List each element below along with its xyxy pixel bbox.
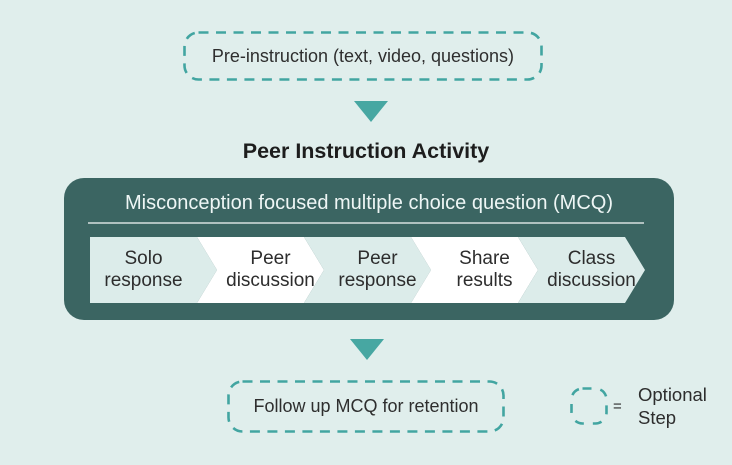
legend-label: Optional Step: [638, 384, 707, 428]
step-peer-discussion: Peer discussion: [197, 237, 324, 303]
follow-up-node: Follow up MCQ for retention: [227, 380, 505, 433]
page-title: Peer Instruction Activity: [242, 139, 490, 163]
step-class-discussion: Class discussion: [518, 237, 645, 303]
follow-up-label: Follow up MCQ for retention: [253, 396, 479, 416]
activity-title: Misconception focused multiple choice qu…: [125, 192, 613, 214]
dashed-border-icon: [227, 380, 505, 433]
legend-equals: =: [613, 397, 622, 415]
chevron-band: Solo response Peer discussion Peer respo…: [90, 237, 645, 303]
legend: = Optional Step: [570, 384, 730, 447]
pre-instruction-label: Pre-instruction (text, video, questions): [211, 45, 515, 66]
dashed-border-icon: [183, 31, 543, 81]
down-arrow-icon: [350, 339, 384, 360]
down-arrow-icon: [354, 101, 388, 122]
title-underline: [88, 222, 644, 224]
optional-step-icon: [570, 387, 608, 425]
step-solo-response: Solo response: [90, 237, 217, 303]
step-share-results: Share results: [411, 237, 538, 303]
step-peer-response: Peer response: [304, 237, 431, 303]
activity-box: Misconception focused multiple choice qu…: [64, 178, 674, 320]
pre-instruction-node: Pre-instruction (text, video, questions): [183, 31, 543, 81]
